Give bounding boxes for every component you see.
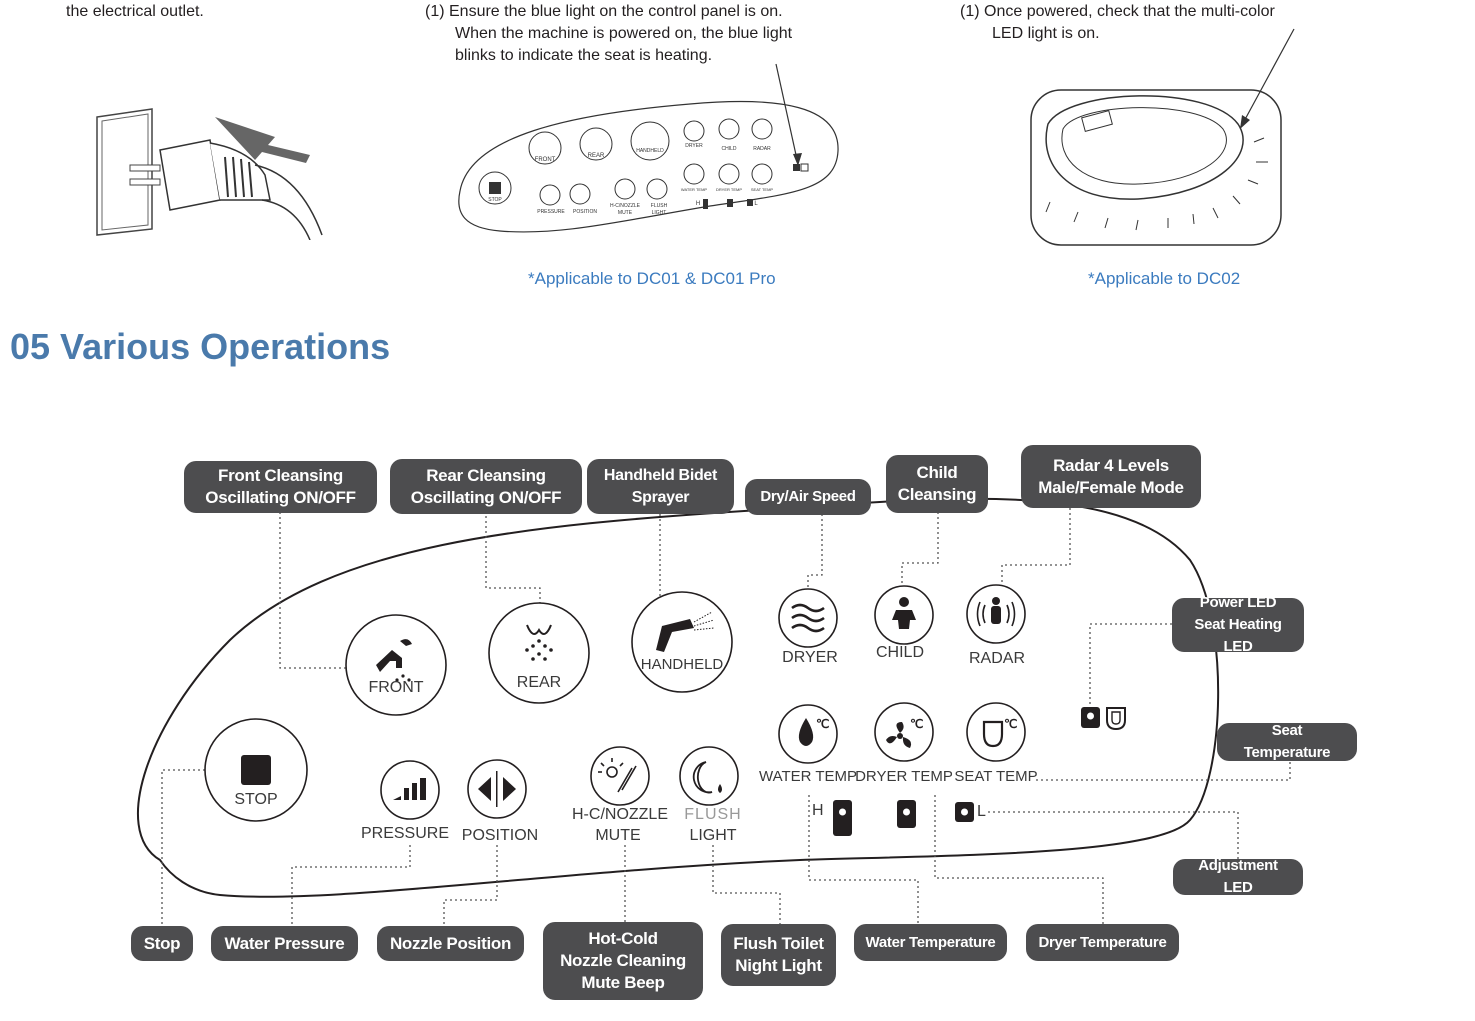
front-label: FRONT: [368, 679, 424, 696]
adjustment-led-high-icon: [833, 800, 852, 836]
mini-label: REAR: [588, 153, 605, 159]
outlet-instruction: the electrical outlet.: [66, 3, 204, 20]
radar-person-icon: [976, 597, 1016, 627]
child-label: CHILD: [875, 644, 924, 661]
plug-illustration: [96, 108, 323, 240]
mini-label: SEAT TEMP: [751, 187, 774, 192]
instruction-line: (1) Once powered, check that the multi-c…: [960, 3, 1275, 20]
svg-text:℃: ℃: [1004, 717, 1017, 731]
mini-label: CHILD: [721, 146, 736, 152]
light-label: LIGHT: [689, 827, 737, 844]
led-instruction: (1) Once powered, check that the multi-c…: [960, 1, 1275, 45]
dry-air-speed-callout: Dry/Air Speed: [745, 479, 871, 515]
mini-label: HANDHELD: [636, 148, 664, 154]
pressure-button[interactable]: [380, 760, 440, 820]
position-arrows-icon: [478, 771, 516, 807]
seat-temperature-callout: Seat Temperature: [1217, 722, 1357, 761]
instruction-line: (1) Ensure the blue light on the control…: [425, 3, 783, 20]
mute-label: MUTE: [595, 827, 641, 844]
section-title: 05 Various Operations: [10, 326, 391, 367]
seat-heating-led-icon: [1106, 707, 1126, 731]
hc-nozzle-label: H-C/NOZZLE: [572, 806, 668, 823]
mini-label: L: [754, 201, 758, 207]
pressure-label: PRESSURE: [360, 825, 450, 842]
flush-label: FLUSH: [684, 806, 742, 823]
rear-spray-icon: [525, 624, 553, 661]
child-cleansing-callout: Child Cleansing: [886, 455, 988, 513]
dc02-note: *Applicable to DC02: [1088, 269, 1241, 288]
stop-square-icon: [241, 755, 271, 785]
nozzle-position-callout: Nozzle Position: [377, 926, 524, 961]
position-label: POSITION: [461, 827, 539, 844]
dryer-temp-label: DRYER TEMP: [855, 768, 953, 785]
handheld-label: HANDHELD: [640, 656, 724, 673]
handheld-sprayer-icon: [656, 611, 715, 652]
adjustment-led-callout: Adjustment LED: [1173, 857, 1303, 896]
mini-label: MUTE: [618, 210, 633, 216]
dc01-note: *Applicable to DC01 & DC01 Pro: [528, 269, 776, 288]
power-led-callout: Power LED Seat Heating LED: [1172, 594, 1304, 655]
flush-toilet-callout: Flush Toilet Night Light: [721, 924, 836, 986]
mini-label: DRYER: [685, 143, 703, 149]
mini-label: DRYER TEMP: [716, 187, 742, 192]
mini-label: PRESSURE: [537, 209, 565, 215]
nozzle-clean-icon: [598, 758, 637, 793]
water-temp-label: WATER TEMP: [758, 768, 858, 785]
mini-label: POSITION: [573, 209, 597, 215]
flush-button[interactable]: [679, 746, 739, 806]
mini-control-panel: FRONT REAR HANDHELD DRYER CHILD RADAR ST…: [458, 100, 839, 233]
water-temperature-callout: Water Temperature: [854, 924, 1007, 961]
pointer-line: [1240, 28, 1295, 129]
water-temp-icon: ℃: [798, 717, 829, 746]
mini-label: FRONT: [535, 157, 556, 163]
fan-icon: ℃: [886, 717, 923, 748]
dryer-label: DRYER: [782, 649, 838, 666]
pointer-line: [775, 63, 802, 166]
seat-temp-button[interactable]: [966, 702, 1026, 762]
mini-label: H-C/NOZZLE: [610, 203, 641, 209]
stop-label: STOP: [234, 791, 278, 808]
mini-label: STOP: [488, 197, 502, 203]
water-pressure-callout: Water Pressure: [211, 926, 358, 961]
front-cleansing-callout: Front Cleansing Oscillating ON/OFF: [184, 461, 377, 513]
svg-text:℃: ℃: [816, 717, 829, 731]
mini-label: WATER TEMP: [681, 187, 707, 192]
seat-temp-icon: ℃: [982, 717, 1017, 748]
mini-label: H: [696, 201, 700, 207]
leader-lines: [161, 508, 1291, 926]
high-label: H: [812, 802, 824, 819]
mini-label: LIGHT: [652, 210, 667, 216]
hot-cold-callout: Hot-Cold Nozzle Cleaning Mute Beep: [543, 922, 703, 1000]
front-seat-icon: [376, 639, 412, 682]
dryer-wave-icon: [791, 603, 825, 633]
instruction-line: When the machine is powered on, the blue…: [455, 25, 793, 42]
handheld-button[interactable]: [631, 591, 733, 693]
blue-light-instruction: (1) Ensure the blue light on the control…: [425, 1, 792, 67]
seat-temp-label: SEAT TEMP: [954, 768, 1038, 785]
instruction-line: blinks to indicate the seat is heating.: [455, 47, 713, 64]
rear-cleansing-callout: Rear Cleansing Oscillating ON/OFF: [390, 459, 582, 514]
mini-label: FLUSH: [651, 203, 668, 209]
seat-illustration: [1030, 89, 1282, 246]
radar-label: RADAR: [968, 650, 1025, 667]
stop-callout: Stop: [131, 926, 193, 961]
radar-levels-callout: Radar 4 Levels Male/Female Mode: [1021, 445, 1201, 508]
pressure-bars-icon: [393, 778, 426, 800]
rear-label: REAR: [516, 674, 562, 691]
dryer-temperature-callout: Dryer Temperature: [1026, 924, 1179, 961]
dryer-temp-button[interactable]: [874, 702, 934, 762]
child-icon: [892, 597, 916, 629]
mini-label: RADAR: [753, 146, 771, 152]
instruction-line: LED light is on.: [992, 25, 1100, 42]
low-label: L: [977, 803, 986, 820]
hc-nozzle-button[interactable]: [590, 746, 650, 806]
handheld-bidet-callout: Handheld Bidet Sprayer: [587, 459, 734, 514]
night-light-icon: [692, 761, 722, 794]
svg-text:℃: ℃: [910, 717, 923, 731]
